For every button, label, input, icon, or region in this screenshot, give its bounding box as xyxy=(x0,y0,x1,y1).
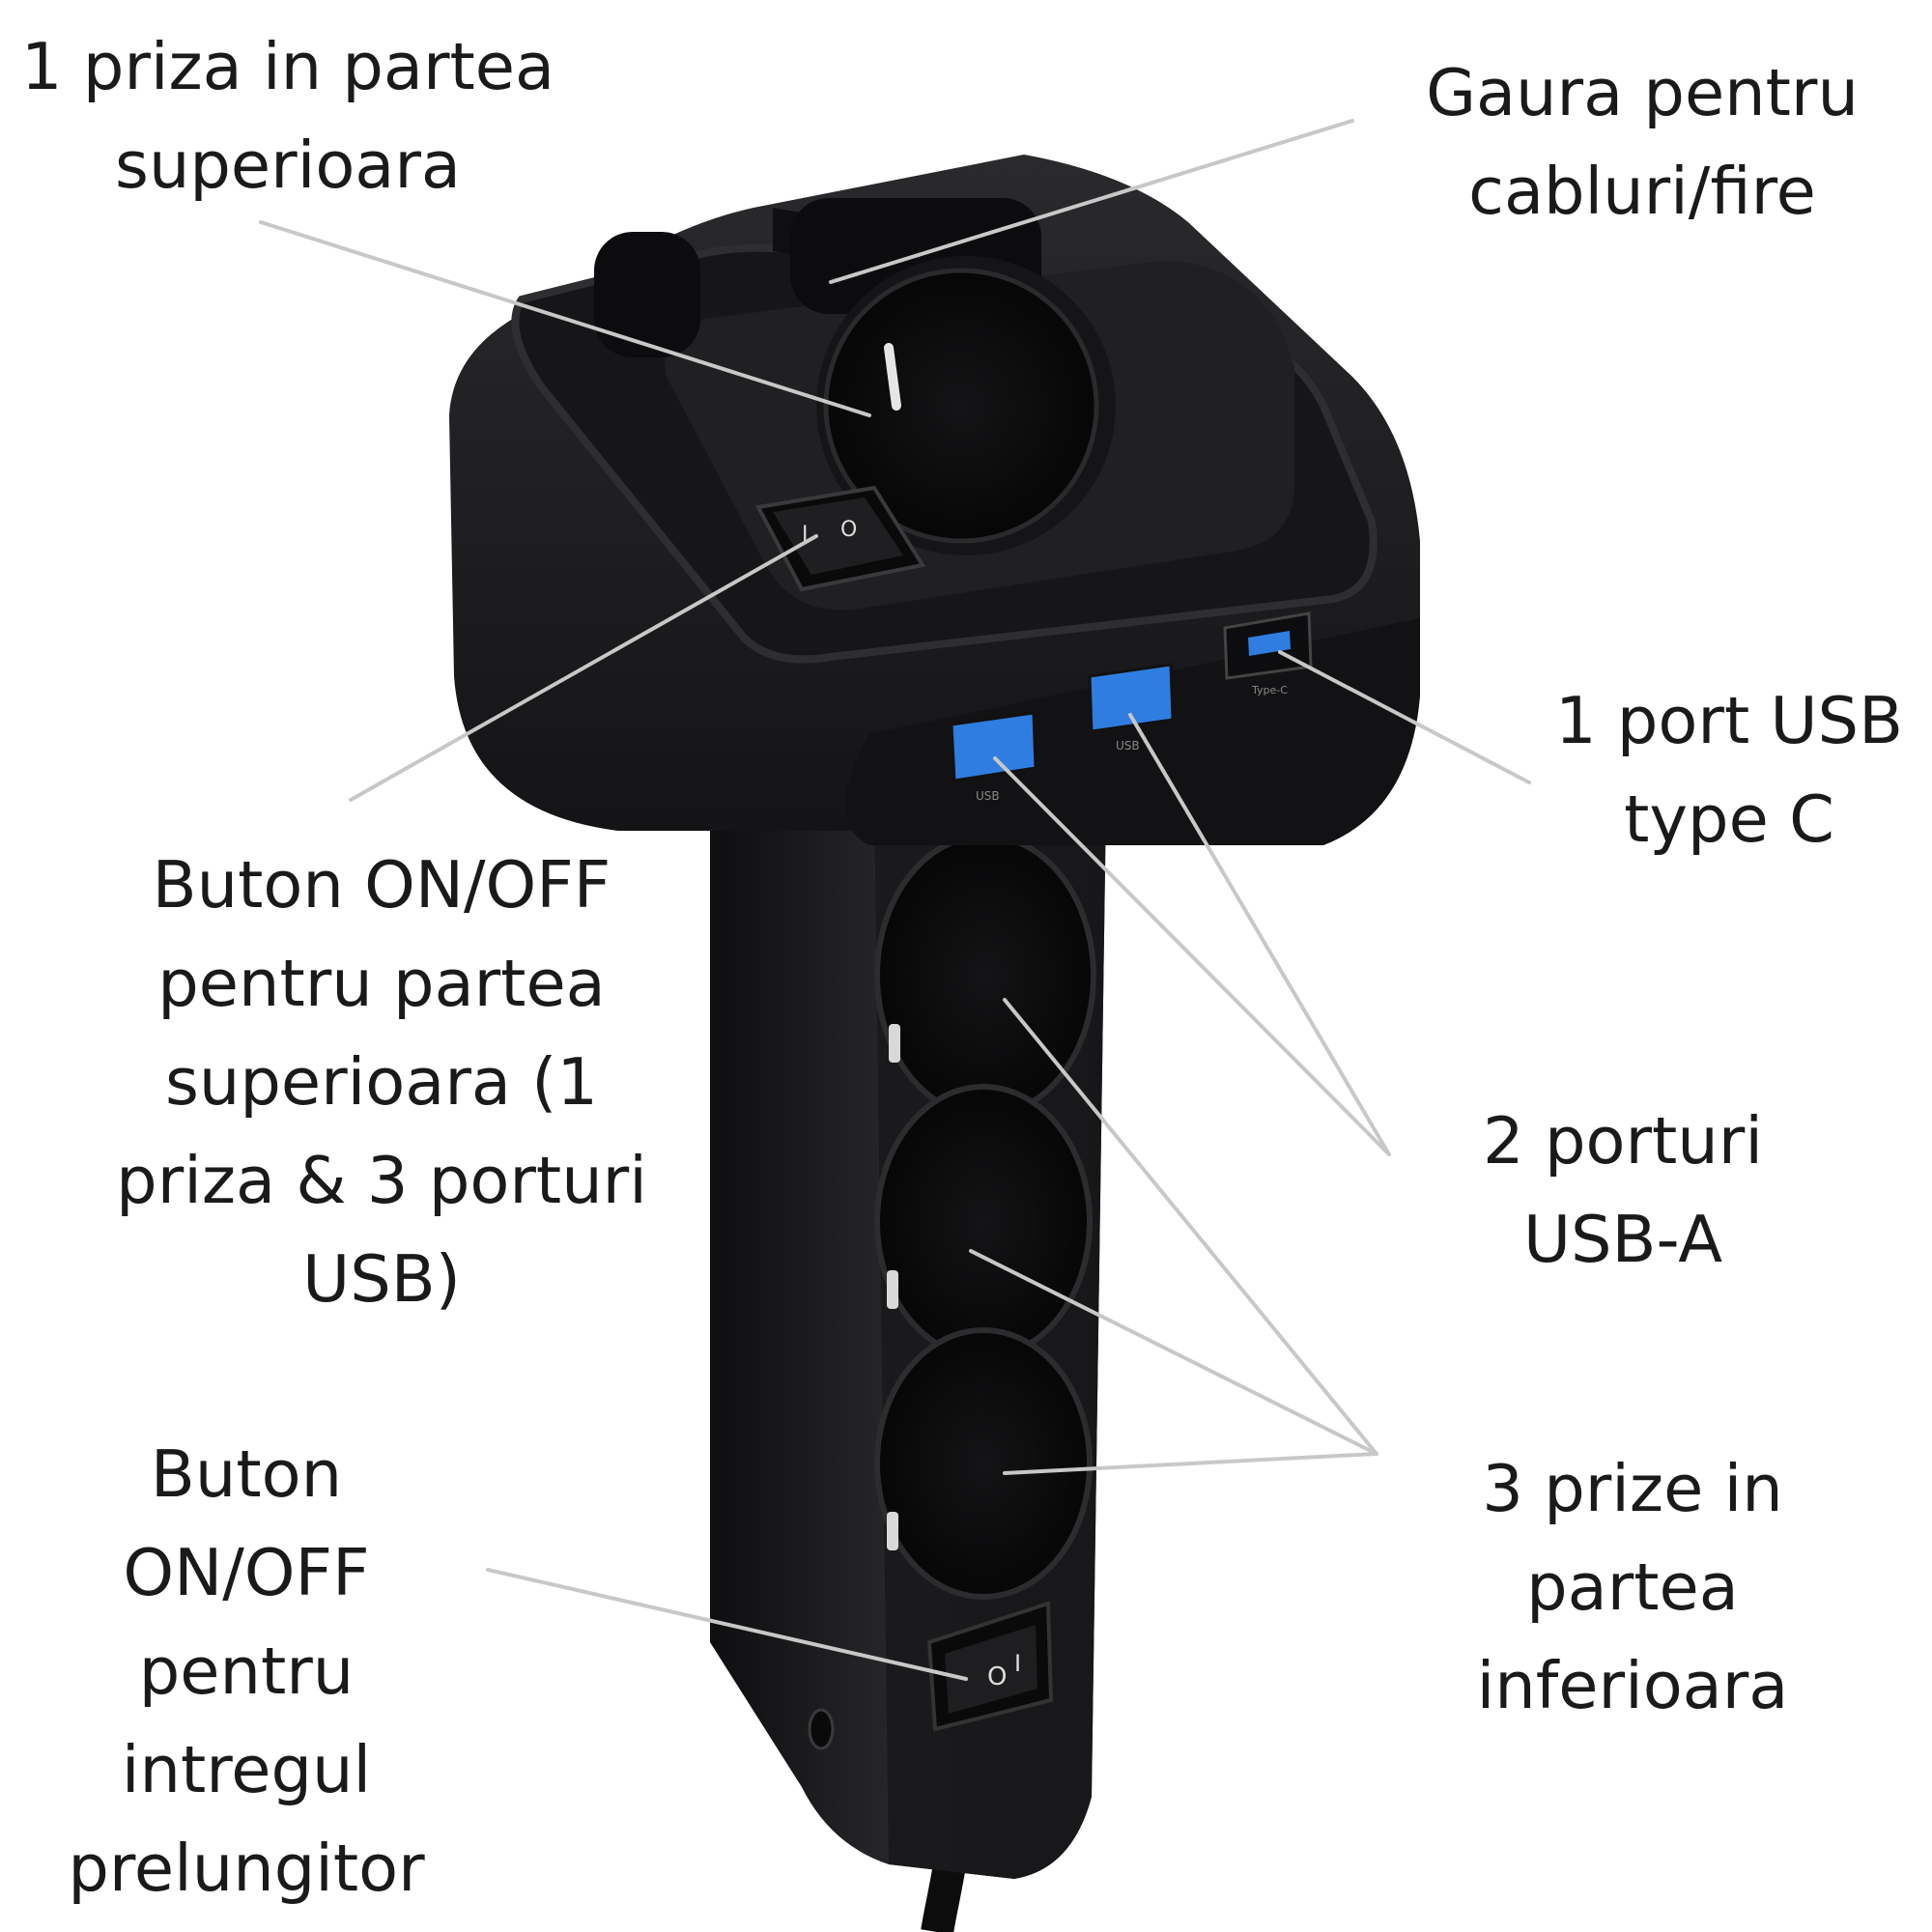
svg-text:I: I xyxy=(802,523,809,547)
usb-a-port-2: USB xyxy=(1088,663,1175,753)
indicator-light xyxy=(808,1708,835,1750)
leader-main-switch xyxy=(486,1568,968,1681)
svg-text:O: O xyxy=(840,518,857,542)
leader-outlet-2 xyxy=(969,1249,1378,1456)
callout-bottom-outlets: 3 prize in partea inferioara xyxy=(1476,1451,1789,1723)
main-on-off-switch[interactable]: O I xyxy=(926,1601,1054,1732)
svg-text:O: O xyxy=(987,1662,1007,1691)
callout-top-switch: Buton ON/OFF pentru partea superioara (1… xyxy=(116,847,647,1317)
leader-usb-a-2 xyxy=(1128,713,1391,1156)
callout-main-switch: Buton ON/OFF pentru intregul prelungitor xyxy=(68,1436,425,1906)
bottom-outlet-1 xyxy=(874,833,1096,1119)
bottom-outlet-2 xyxy=(874,1084,1093,1360)
leader-usb-c xyxy=(1278,650,1531,784)
leader-usb-a-1 xyxy=(993,756,1391,1156)
bottom-outlet-3 xyxy=(874,1327,1093,1600)
leader-outlet-3 xyxy=(1003,1452,1378,1475)
leader-top-switch xyxy=(349,534,818,802)
top-on-off-switch[interactable]: I O xyxy=(754,485,926,592)
callout-cable-hole: Gaura pentru cabluri/fire xyxy=(1426,55,1859,229)
svg-text:USB: USB xyxy=(1116,739,1140,753)
leader-lines xyxy=(259,119,1531,1681)
leader-top-outlet xyxy=(259,220,871,417)
top-outlet xyxy=(816,256,1116,555)
callout-top-outlet: 1 priza in partea superioara xyxy=(20,29,555,203)
leader-outlet-1 xyxy=(1003,998,1378,1456)
svg-text:USB: USB xyxy=(976,789,1000,803)
callout-usb-c: 1 port USB type C xyxy=(1554,683,1904,857)
leader-cable-hole xyxy=(829,119,1354,284)
svg-text:I: I xyxy=(1014,1650,1021,1677)
usb-c-port: Type-C xyxy=(1223,611,1313,696)
usb-a-port-1: USB xyxy=(950,711,1037,803)
callout-usb-a: 2 porturi USB-A xyxy=(1483,1103,1763,1277)
svg-text:Type-C: Type-C xyxy=(1251,684,1288,696)
